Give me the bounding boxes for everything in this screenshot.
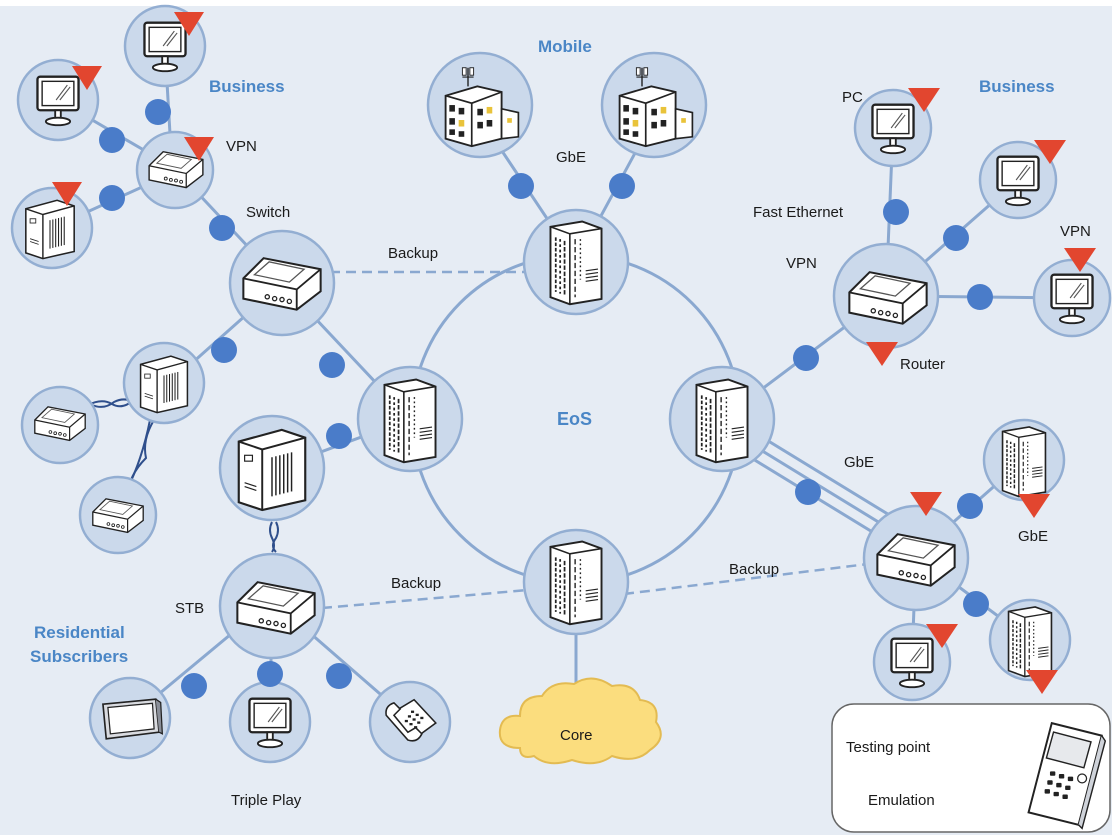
router-label: Router: [900, 356, 945, 373]
testing-point[interactable]: [967, 284, 993, 310]
emulation-marker[interactable]: [174, 12, 204, 36]
vpn-left-label: VPN: [226, 138, 257, 155]
vpn-right-top-label: VPN: [1060, 223, 1091, 240]
triple-play-label: Triple Play: [231, 792, 302, 809]
emulation-marker[interactable]: [908, 88, 940, 112]
rack-switch-icon: [1007, 606, 1053, 678]
legend-testing-point-label: Testing point: [846, 739, 931, 756]
testing-point[interactable]: [145, 99, 171, 125]
testing-point[interactable]: [211, 337, 237, 363]
server-icon: [139, 355, 189, 414]
testing-point[interactable]: [257, 661, 283, 687]
testing-point[interactable]: [795, 479, 821, 505]
testing-point[interactable]: [99, 127, 125, 153]
backup-link-bottom-right: [623, 562, 869, 596]
testing-point[interactable]: [609, 173, 635, 199]
gbe-far-right-label: GbE: [1018, 528, 1048, 545]
server-icon: [24, 199, 76, 260]
testing-points: [99, 99, 993, 760]
testing-point[interactable]: [508, 173, 534, 199]
emulation-marker[interactable]: [866, 342, 898, 366]
mobile-title: Mobile: [538, 37, 592, 56]
backup-links: [321, 270, 869, 610]
testing-point[interactable]: [181, 673, 207, 699]
testing-point[interactable]: [883, 199, 909, 225]
rack-switch-icon: [695, 378, 749, 464]
emulation-points: [52, 12, 1096, 812]
emulation-marker[interactable]: [184, 137, 214, 161]
pc-label: PC: [842, 89, 863, 106]
testing-point[interactable]: [963, 591, 989, 617]
testing-point[interactable]: [99, 185, 125, 211]
eos-title: EoS: [557, 409, 592, 429]
testing-point[interactable]: [319, 352, 345, 378]
emulation-marker[interactable]: [1026, 670, 1058, 694]
emulation-marker[interactable]: [910, 492, 942, 516]
cable-3b: [272, 521, 279, 553]
core-label: Core: [560, 727, 593, 744]
emulation-marker[interactable]: [1064, 248, 1096, 272]
backup-top-label: Backup: [388, 245, 438, 262]
testing-point[interactable]: [793, 345, 819, 371]
backup-bottom-left-label: Backup: [391, 575, 441, 592]
testing-point[interactable]: [326, 663, 352, 689]
backup-link-bottom-left: [321, 588, 529, 610]
flat-tv-icon: [102, 698, 164, 740]
emulation-marker[interactable]: [1034, 140, 1066, 164]
rack-switch-icon: [549, 220, 603, 306]
fast-ethernet-label: Fast Ethernet: [753, 204, 844, 221]
emulation-marker[interactable]: [72, 66, 102, 90]
business-right-title: Business: [979, 77, 1055, 96]
emulation-marker[interactable]: [1018, 494, 1050, 518]
testing-point[interactable]: [209, 215, 235, 241]
legend-emulation-label: Emulation: [868, 792, 935, 809]
vpn-right-label: VPN: [786, 255, 817, 272]
residential-title-line1: Residential: [34, 623, 125, 642]
rack-switch-icon: [549, 540, 603, 626]
emulation-marker[interactable]: [926, 624, 958, 648]
testing-point[interactable]: [943, 225, 969, 251]
rack-switch-icon: [1001, 426, 1047, 498]
residential-title-line2: Subscribers: [30, 647, 128, 666]
gbe-right-label: GbE: [844, 454, 874, 471]
stb-label: STB: [175, 600, 204, 617]
core-cloud[interactable]: [498, 677, 662, 765]
testing-point[interactable]: [957, 493, 983, 519]
server-icon: [237, 428, 307, 512]
rack-switch-icon: [383, 378, 437, 464]
testing-point[interactable]: [326, 423, 352, 449]
gbe-top-label: GbE: [556, 149, 586, 166]
backup-bottom-right-label: Backup: [729, 561, 779, 578]
emulation-marker[interactable]: [52, 182, 82, 206]
business-left-title: Business: [209, 77, 285, 96]
switch-label: Switch: [246, 204, 290, 221]
